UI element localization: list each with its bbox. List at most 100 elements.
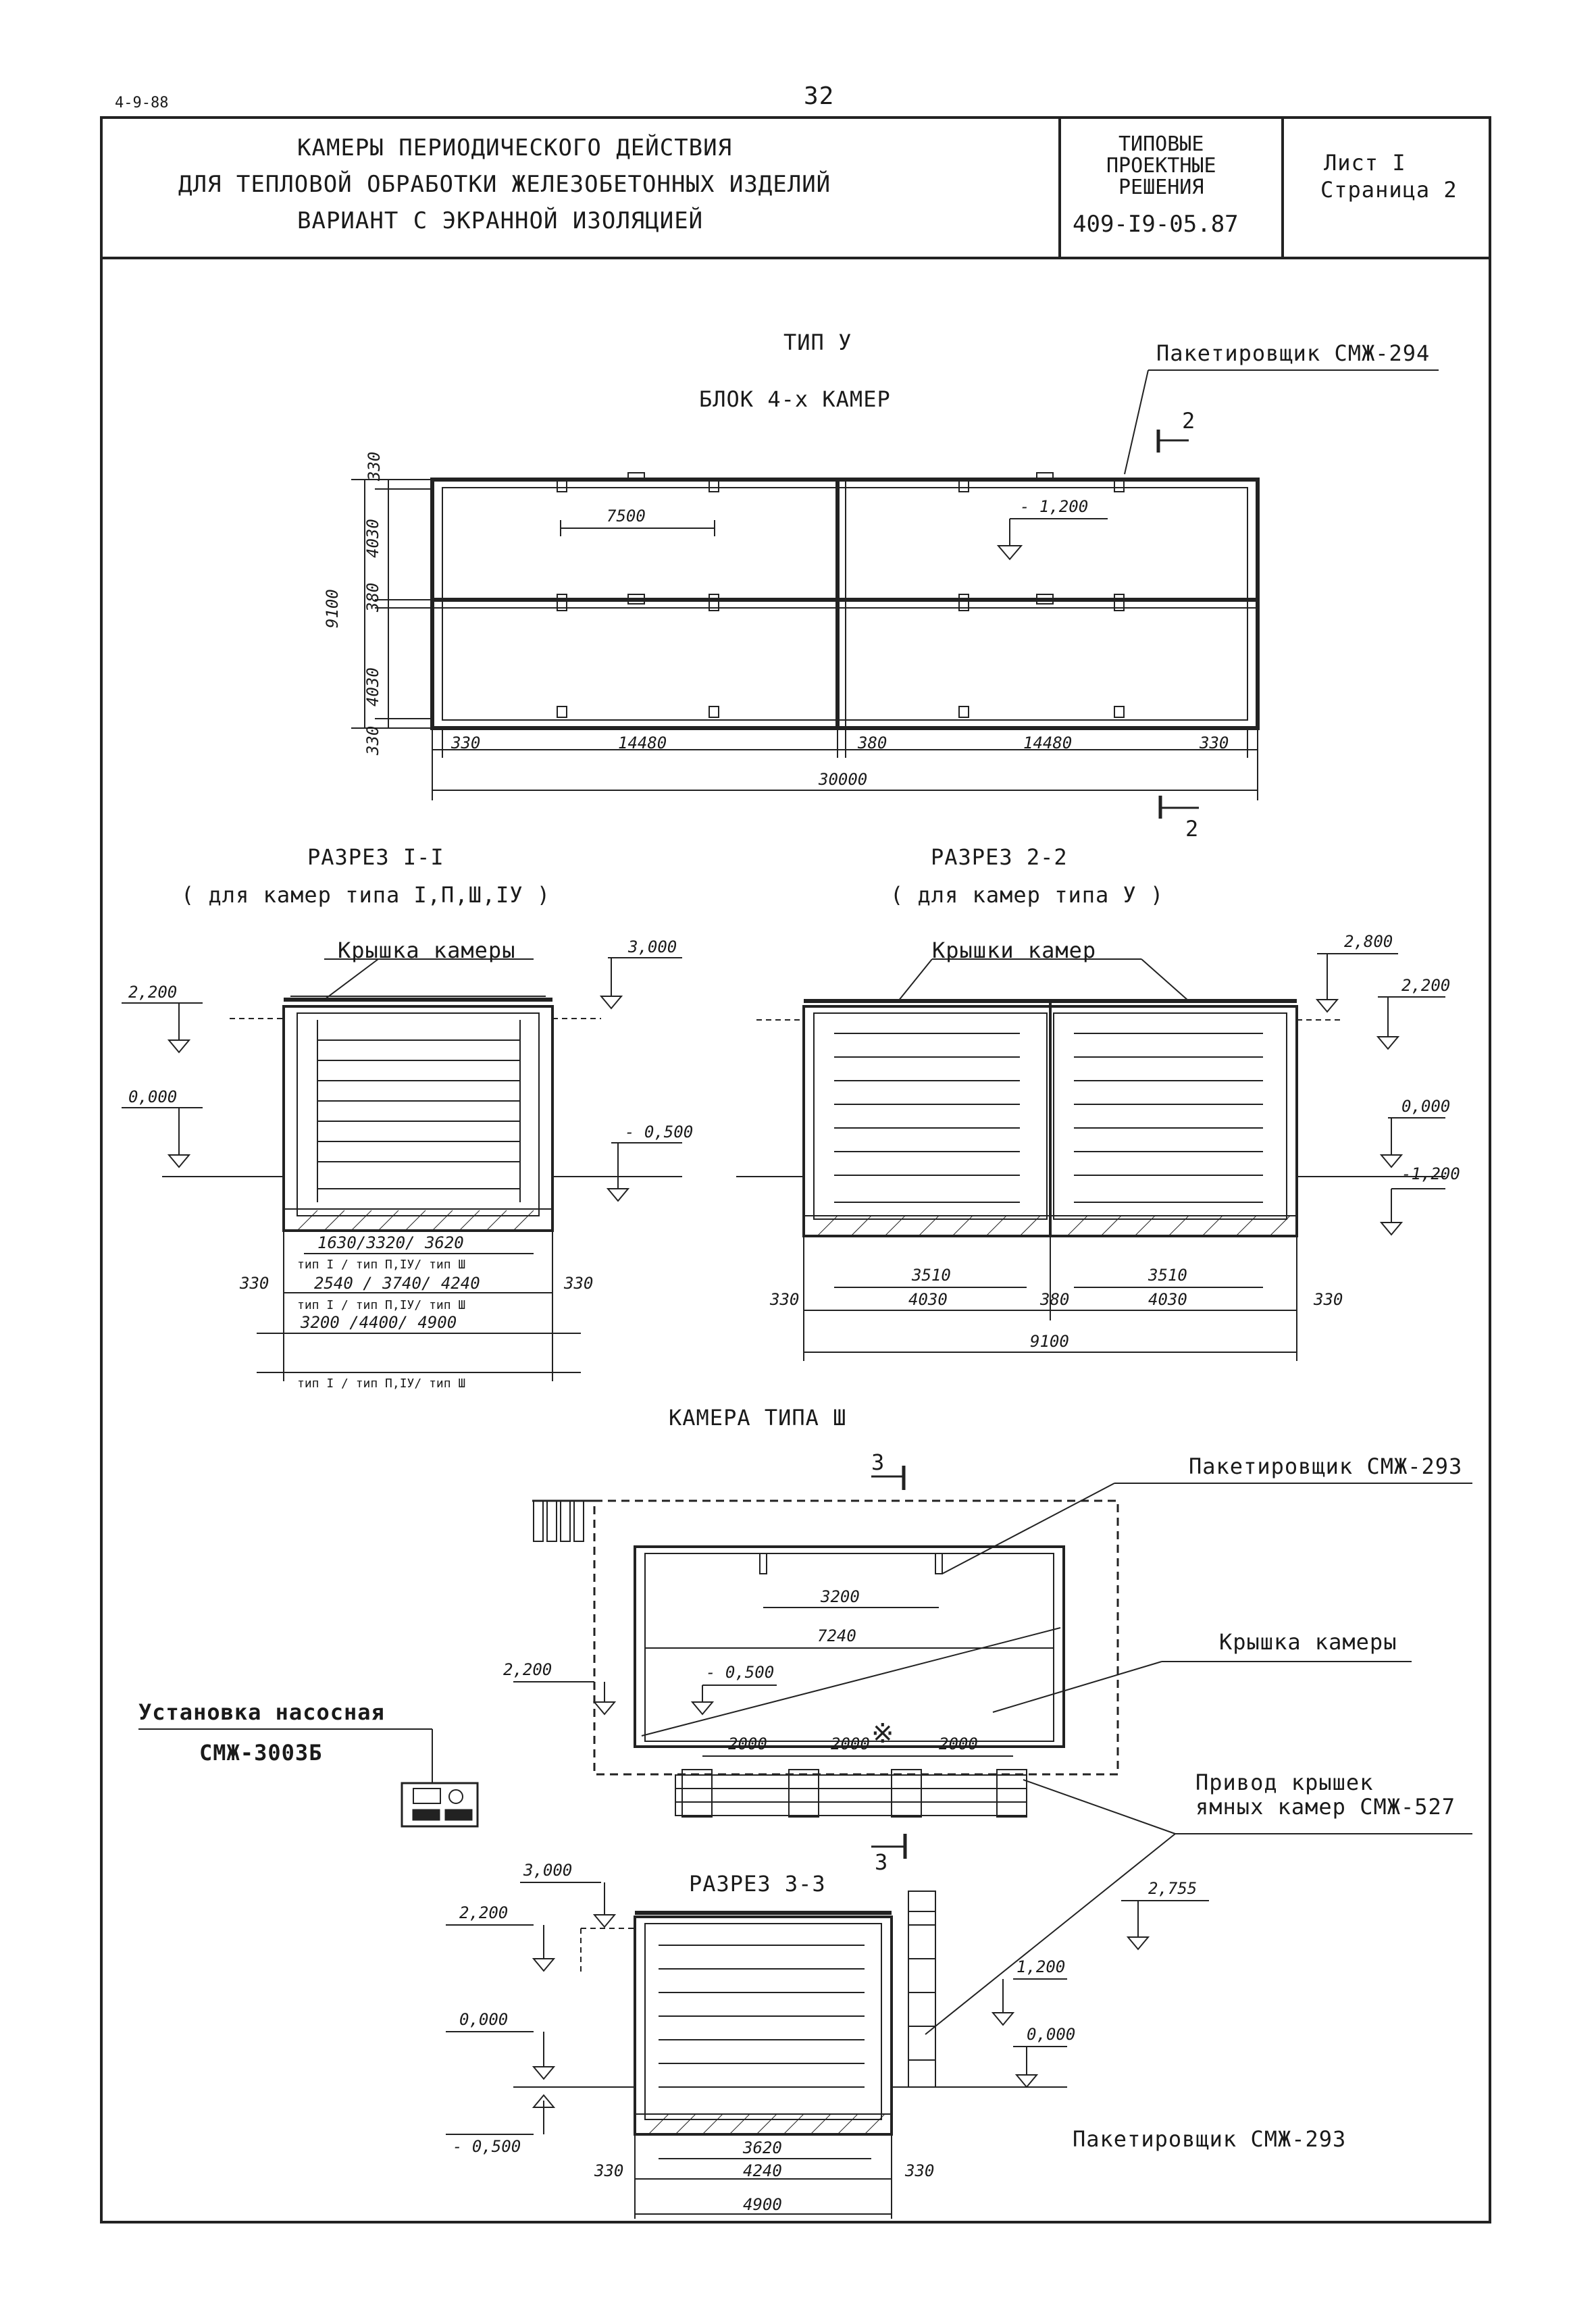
- section-2-level-0000: 0,000: [1401, 1097, 1451, 1116]
- section-2-title: РАЗРЕЗ 2-2: [931, 844, 1068, 870]
- pump-label-1: Установка насосная: [138, 1699, 385, 1725]
- section-mark-2-top: 2: [1182, 408, 1196, 434]
- section-1-dim-left-wall: 330: [240, 1274, 269, 1293]
- sheet-label: Лист I: [1324, 150, 1406, 176]
- section-2-dim-cell-left: 4030: [908, 1290, 948, 1309]
- camera-3-plan: [513, 1499, 1119, 1776]
- section-3-dim-total: 4900: [743, 2195, 782, 2214]
- section-2-dim-right-wall: 330: [1314, 1290, 1343, 1309]
- dim-wall-top: 330: [365, 451, 384, 481]
- section-3-levels: [446, 1882, 1209, 2135]
- dim-wall-bottom: 330: [363, 725, 382, 755]
- section-1-hatch: [297, 1210, 534, 1231]
- section-3-packer-label: Пакетировщик СМЖ-293: [1073, 2126, 1347, 2152]
- dim-total-height: 9100: [323, 589, 342, 628]
- series-line-3: РЕШЕНИЯ: [1118, 176, 1204, 199]
- section-3-level-0000-right: 0,000: [1027, 2025, 1076, 2044]
- block-title: БЛОК 4-х КАМЕР: [699, 386, 891, 412]
- camera-3-level-0500: - 0,500: [706, 1663, 775, 1682]
- section-1-body: [282, 996, 554, 1232]
- camera-3-packer-label: Пакетировщик СМЖ-293: [1189, 1454, 1463, 1479]
- title-line-1: КАМЕРЫ ПЕРИОДИЧЕСКОГО ДЕЙСТВИЯ: [297, 134, 733, 161]
- section-2-body: [802, 999, 1298, 1237]
- section-2-dim-inner-left: 3510: [912, 1266, 951, 1285]
- section-3-title: РАЗРЕЗ 3-3: [689, 1871, 826, 1897]
- section-3-hatch: [648, 2113, 885, 2135]
- packer-label-294: Пакетировщик СМЖ-294: [1156, 340, 1431, 366]
- section-3-dim-right-wall: 330: [905, 2161, 935, 2180]
- section-2-level-1200: -1,200: [1401, 1164, 1460, 1183]
- section-1-level-3000: 3,000: [628, 937, 677, 956]
- section-2-hatch: [817, 1215, 1291, 1237]
- dim-right-wall: 330: [1200, 734, 1229, 752]
- hatch-symbol-1: ※: [871, 1718, 894, 1749]
- dim-cell-a: 4030: [363, 519, 382, 558]
- dim-center-wall: 380: [858, 734, 887, 752]
- dim-span-left: 14480: [618, 734, 667, 752]
- section-1-dim-outer-types: тип I / тип П,IУ/ тип Ш: [297, 1377, 466, 1391]
- title-line-2: ДЛЯ ТЕПЛОВОЙ ОБРАБОТКИ ЖЕЛЕЗОБЕТОННЫХ ИЗ…: [178, 171, 831, 198]
- section-3-level-2200: 2,200: [459, 1903, 509, 1922]
- section-2-level-2200: 2,200: [1401, 976, 1451, 995]
- plan-horizontal-dims: [432, 728, 1258, 800]
- dim-span-right: 14480: [1023, 734, 1073, 752]
- camera-3-dim-inner: 3200: [821, 1587, 860, 1606]
- drive-label-2: ямных камер СМЖ-527: [1195, 1794, 1456, 1820]
- drive-units: [675, 1755, 1027, 1818]
- section-3-level-1200: 1,200: [1016, 1957, 1066, 1976]
- doc-code: 4-9-88: [115, 95, 169, 111]
- section-1-dim-inner: 1630/3320/ 3620: [317, 1233, 464, 1252]
- section-3-level-0000: 0,000: [459, 2010, 509, 2029]
- camera-3-level-2200: 2,200: [503, 1660, 552, 1679]
- dim-cell-b: 4030: [363, 667, 382, 706]
- camera-3-mark-top: 3: [871, 1449, 885, 1475]
- section-3-dim-mid: 4240: [743, 2161, 782, 2180]
- section-1-dims: [257, 1231, 581, 1381]
- page-label: Страница 2: [1320, 177, 1458, 203]
- series-code: 409-I9-05.87: [1073, 211, 1239, 238]
- drive-label-1: Привод крышек: [1195, 1770, 1374, 1795]
- camera-3-dim-span: 7240: [817, 1626, 856, 1645]
- section-1-dim-outer: 3200 /4400/ 4900: [301, 1313, 457, 1332]
- series-line-2: ПРОЕКТНЫЕ: [1106, 154, 1216, 178]
- title-divider-2: [1281, 116, 1284, 259]
- section-2-dim-left-wall: 330: [770, 1290, 800, 1309]
- camera-3-title: КАМЕРА ТИПА Ш: [669, 1405, 847, 1431]
- section-1-shelves: [317, 1020, 521, 1202]
- section-1-dim-mid-types: тип I / тип П,IУ/ тип Ш: [297, 1298, 466, 1312]
- section-2-dims: [803, 1236, 1297, 1361]
- dim-7500: 7500: [607, 507, 646, 525]
- section-2-lid-label: Крышки камер: [932, 937, 1097, 963]
- section-1-dim-inner-types: тип I / тип П,IУ/ тип Ш: [297, 1258, 466, 1272]
- section-2-dim-inner-right: 3510: [1148, 1266, 1187, 1285]
- section-3-dim-left-wall: 330: [594, 2161, 624, 2180]
- section-2-dim-mid-wall: 380: [1040, 1290, 1070, 1309]
- section-3-level-0500: - 0,500: [453, 2137, 521, 2156]
- type-title: ТИП У: [783, 330, 852, 355]
- section-1-title: РАЗРЕЗ I-I: [307, 844, 444, 870]
- section-1-dim-right-wall: 330: [564, 1274, 594, 1293]
- section-3-shelves: [659, 1945, 865, 2088]
- section-2-subtitle: ( для камер типа У ): [890, 882, 1164, 908]
- dim-total-length: 30000: [819, 770, 868, 789]
- plan-column-markers: [557, 472, 1125, 718]
- section-1-level-0000: 0,000: [128, 1087, 178, 1106]
- dim-left-wall: 330: [451, 734, 481, 752]
- camera-3-dim-seg3: 2000: [939, 1734, 978, 1753]
- plan-level: - 1,200: [1020, 497, 1089, 516]
- section-3-level-2755: 2,755: [1148, 1879, 1198, 1898]
- section-3-dims: [634, 2134, 892, 2219]
- section-mark-2-bottom: 2: [1185, 816, 1200, 842]
- section-3-drive: [908, 1891, 936, 2087]
- section-3-body: [634, 1911, 893, 2136]
- pump-label-2: СМЖ-3003Б: [199, 1740, 323, 1766]
- section-2-dim-cell-right: 4030: [1148, 1290, 1187, 1309]
- plan-block-outline: [430, 478, 1260, 730]
- section-1-subtitle: ( для камер типа I,П,Ш,IУ ): [181, 882, 551, 908]
- section-2-shelves: [834, 1033, 1263, 1203]
- series-line-1: ТИПОВЫЕ: [1118, 132, 1204, 156]
- camera-3-dim-seg1: 2000: [728, 1734, 767, 1753]
- section-3-dim-inner: 3620: [743, 2138, 782, 2157]
- section-3-level-3000: 3,000: [523, 1861, 573, 1880]
